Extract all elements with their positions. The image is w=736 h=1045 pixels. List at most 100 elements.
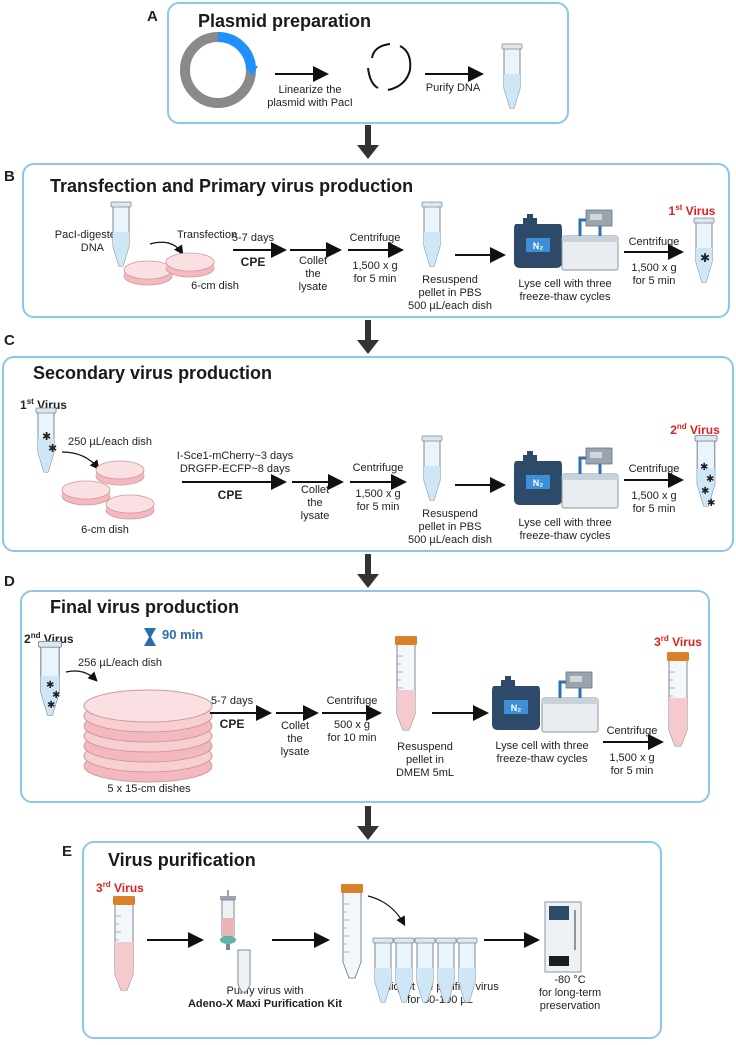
stacked-dishes-icon [83,689,213,783]
dish-label-c: 6-cm dish [81,524,129,536]
virus-tube-icon-b [693,217,715,283]
virus-label-d-out: 3rd Virus [654,634,702,649]
lyse-label-d-1: Lyse cell with three [495,740,589,752]
time-label-b: for 5 min [353,273,397,285]
virus-label-c-out: 2nd Virus [670,422,720,437]
water-bath-icon-c [560,446,620,510]
collet-label-b-1: Collet [298,255,328,267]
lyse-label-d-2: freeze-thaw cycles [496,753,588,765]
per-dish-label-c: 250 µL/each dish [67,436,152,448]
time-label-d: for 10 min [327,732,377,744]
svg-text:✱: ✱ [52,690,60,701]
panel-letter-c: C [4,332,15,349]
paci-label-1: PacI-digested [54,229,122,241]
per-dish-label-d: 256 µL/each dish [77,657,162,669]
dish-icon-c-3 [105,494,155,520]
centrifuge-label-b: Centrifuge [349,232,401,244]
lyse-label-b-2: freeze-thaw cycles [519,291,611,303]
purified-falcon-icon-e [340,883,364,979]
svg-text:✱: ✱ [700,462,708,473]
purify-dna-label: Purify DNA [425,82,481,94]
panel-title-e: Virus purification [108,850,256,870]
panel-letter-d: D [4,573,15,590]
n2-tank-icon-c [514,451,562,505]
time2-label-b: for 5 min [632,275,676,287]
linearize-label-1: Linearize the [278,84,342,96]
collet-label-c-2: the [307,497,323,509]
lyse-label-c-1: Lyse cell with three [518,517,612,529]
collet-label-b-2: the [305,268,321,280]
days-label-b: 5-7 days [231,232,275,244]
centrifuge2-label-d: Centrifuge [606,725,658,737]
speed-label-c: 1,500 x g [355,488,401,500]
resuspend-label-d-2: pellet in [406,754,444,766]
n2-tank-icon-d [492,676,540,730]
collet-label-d-3: lysate [280,746,310,758]
paci-label-2: DNA [80,242,104,254]
speed2-label-b: 1,500 x g [631,262,677,274]
panel-title-d: Final virus production [50,597,240,617]
water-bath-icon-b [560,208,620,272]
dish-label-b: 6-cm dish [191,280,239,292]
svg-text:✱: ✱ [42,431,51,443]
resuspend-falcon-icon-d [394,635,418,731]
collet-label-d-2: the [287,733,303,745]
centrifuge-label-c: Centrifuge [352,462,404,474]
time-label-c: for 5 min [356,501,400,513]
cpe-label-b: CPE [240,255,266,269]
dna-tube-icon [501,43,523,109]
panel-letter-a: A [147,8,158,25]
speed2-label-c: 1,500 x g [631,490,677,502]
time2-label-d: for 5 min [610,765,654,777]
svg-text:✱: ✱ [701,486,709,497]
down-arrow-3 [357,554,379,588]
resuspend-label-d-3: DMEM 5mL [395,767,455,779]
store-label-1: -80 °C [554,974,586,986]
panel-title-c: Secondary virus production [33,363,273,383]
svg-text:✱: ✱ [48,443,57,455]
collet-label-b-3: lysate [298,281,328,293]
speed-label-b: 1,500 x g [352,260,398,272]
down-arrow-1 [357,125,379,159]
virus-falcon-icon-d-out [666,651,690,747]
hourglass-icon [144,628,156,646]
resuspend-label-b-2: pellet in PBS [418,287,482,299]
down-arrow-2 [357,320,379,354]
isce-label: I-Sce1-mCherry~3 days [176,450,294,462]
resuspend-label-c-1: Resuspend [422,508,478,520]
days-label-d: 5-7 days [210,695,254,707]
lyse-label-b-1: Lyse cell with three [518,278,612,290]
freezer-icon [544,901,582,973]
store-label-3: preservation [539,1000,601,1012]
aliquot-tubes-icon [372,937,478,1003]
resuspend-label-b-3: 500 µL/each dish [407,300,492,312]
dish-icon-c-2 [61,480,111,506]
n2-tank-icon-b [514,214,562,268]
collet-label-d-1: Collet [280,720,310,732]
resuspend-label-d-1: Resuspend [397,741,453,753]
down-arrow-4 [357,806,379,840]
paci-tube-icon-b [110,201,132,267]
resuspend-label-c-2: pellet in PBS [418,521,482,533]
syringe-filter-icon [220,890,251,993]
svg-text:✱: ✱ [700,251,710,265]
virus-label-e: 3rd Virus [96,880,144,895]
plasmid-insert-icon [217,32,256,71]
resuspend-tube-icon-c [421,435,443,501]
resuspend-label-c-3: 500 µL/each dish [407,534,492,546]
centrifuge2-label-b: Centrifuge [628,236,680,248]
resuspend-tube-icon-b [421,201,443,267]
dish-icon-b-2 [165,252,215,278]
virus-label-b: 1st Virus [668,203,716,218]
transfection-label: Transfection [176,229,238,241]
svg-text:✱: ✱ [707,498,715,509]
lyse-label-c-2: freeze-thaw cycles [519,530,611,542]
time2-label-c: for 5 min [632,503,676,515]
panel-title-b: Transfection and Primary virus productio… [50,176,414,196]
speed2-label-d: 1,500 x g [609,752,655,764]
collet-label-c-3: lysate [300,510,330,522]
purify-virus-label-2: Adeno-X Maxi Purification Kit [187,998,342,1010]
dishes-label-d: 5 x 15-cm dishes [107,783,191,795]
panel-letter-e: E [62,843,73,860]
